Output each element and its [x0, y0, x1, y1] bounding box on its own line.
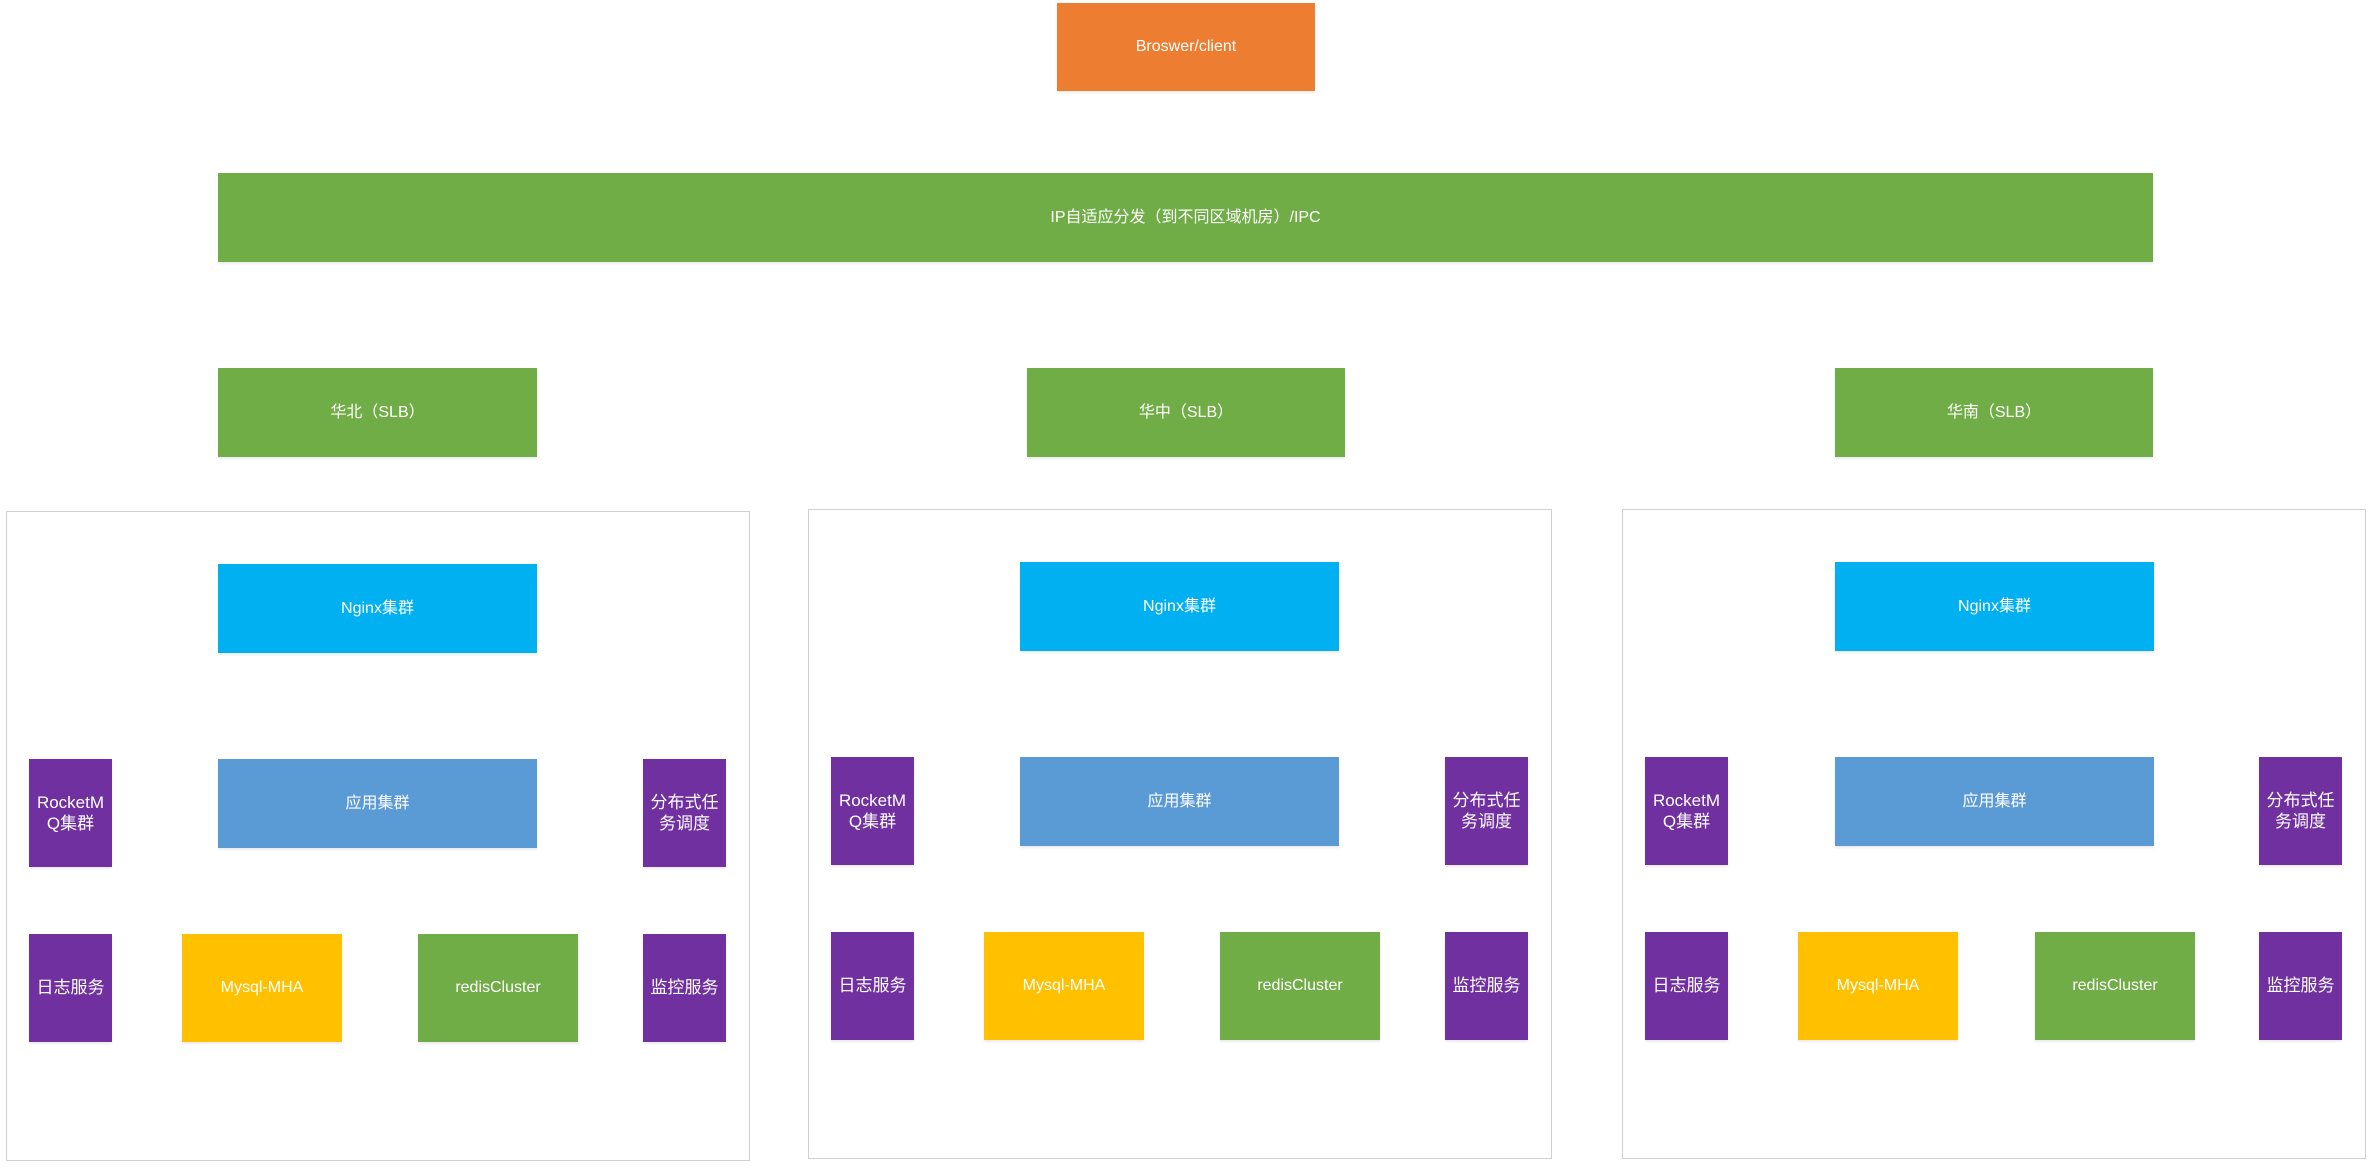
monitor-service-box: 监控服务 [1445, 932, 1528, 1040]
mysql-mha-box: Mysql-MHA [984, 932, 1144, 1040]
mysql-mha-box: Mysql-MHA [1798, 932, 1958, 1040]
nginx-cluster-box: Nginx集群 [1020, 562, 1339, 651]
monitor-service-box: 监控服务 [2259, 932, 2342, 1040]
slb-south-box: 华南（SLB） [1835, 368, 2153, 457]
log-service-box: 日志服务 [1645, 932, 1728, 1040]
monitor-service-box: 监控服务 [643, 934, 726, 1042]
slb-central-box: 华中（SLB） [1027, 368, 1345, 457]
app-cluster-box: 应用集群 [1020, 757, 1339, 846]
nginx-cluster-box: Nginx集群 [218, 564, 537, 653]
mysql-mha-box: Mysql-MHA [182, 934, 342, 1042]
redis-cluster-box: redisCluster [1220, 932, 1380, 1040]
browser-client-box: Broswer/client [1057, 3, 1315, 91]
distributed-scheduler-box: 分布式任 务调度 [643, 759, 726, 867]
redis-cluster-box: redisCluster [418, 934, 578, 1042]
app-cluster-box: 应用集群 [218, 759, 537, 848]
rocketmq-cluster-box: RocketM Q集群 [1645, 757, 1728, 865]
nginx-cluster-box: Nginx集群 [1835, 562, 2154, 651]
rocketmq-cluster-box: RocketM Q集群 [831, 757, 914, 865]
log-service-box: 日志服务 [831, 932, 914, 1040]
slb-north-box: 华北（SLB） [218, 368, 537, 457]
distributed-scheduler-box: 分布式任 务调度 [1445, 757, 1528, 865]
app-cluster-box: 应用集群 [1835, 757, 2154, 846]
distributed-scheduler-box: 分布式任 务调度 [2259, 757, 2342, 865]
redis-cluster-box: redisCluster [2035, 932, 2195, 1040]
log-service-box: 日志服务 [29, 934, 112, 1042]
ip-dispatch-box: IP自适应分发（到不同区域机房）/IPC [218, 173, 2153, 262]
rocketmq-cluster-box: RocketM Q集群 [29, 759, 112, 867]
